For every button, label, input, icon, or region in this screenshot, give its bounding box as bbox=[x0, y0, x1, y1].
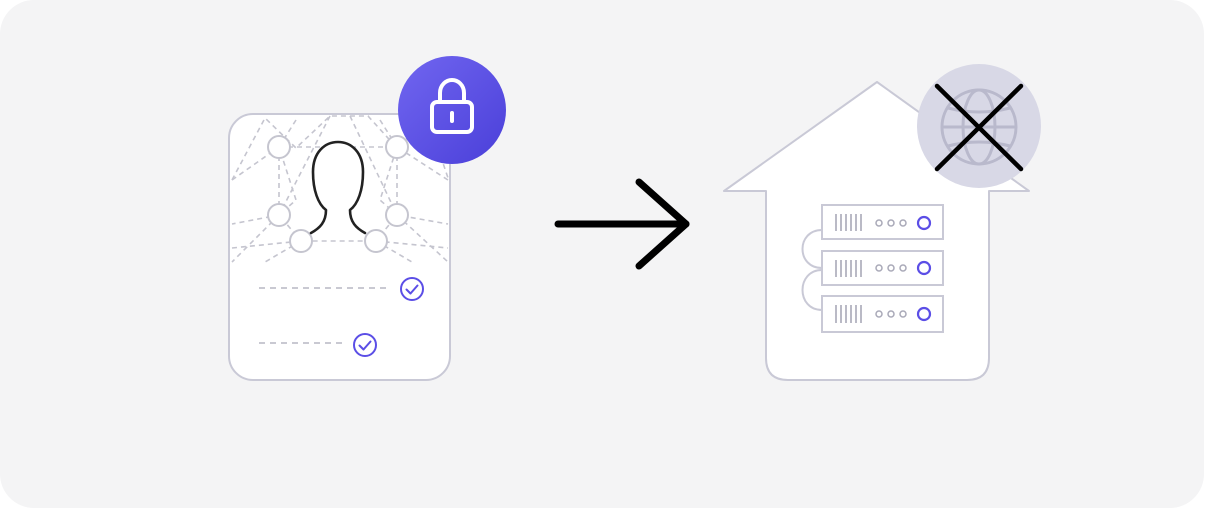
mesh-node bbox=[364, 229, 388, 253]
mesh-node bbox=[267, 135, 291, 159]
server-rack-icon bbox=[821, 204, 944, 240]
no-internet-badge bbox=[917, 64, 1041, 188]
house bbox=[723, 64, 1041, 381]
identity-card bbox=[228, 56, 506, 381]
lock-icon bbox=[430, 78, 474, 134]
mesh-line-right bbox=[379, 145, 449, 225]
identity-card-frame bbox=[228, 113, 451, 381]
mesh-node bbox=[289, 229, 313, 253]
check-circle-icon bbox=[353, 333, 377, 357]
mesh-line-shoulders bbox=[264, 240, 413, 263]
server-rack bbox=[821, 204, 944, 333]
cross-mark-icon bbox=[934, 83, 1024, 172]
lock-badge-circle bbox=[398, 56, 506, 164]
mesh-node bbox=[385, 135, 409, 159]
face-mesh-nodes bbox=[267, 135, 409, 253]
checklist bbox=[259, 277, 424, 357]
server-rack-icon bbox=[821, 295, 944, 333]
check-circle-icon bbox=[400, 277, 424, 301]
mesh-line-jaw bbox=[231, 240, 449, 249]
globe-icon bbox=[940, 88, 1018, 166]
face-icon bbox=[309, 140, 367, 235]
mesh-node bbox=[385, 203, 409, 227]
mesh-line-left bbox=[231, 145, 297, 225]
lock-badge bbox=[398, 56, 506, 164]
arrow-right-icon bbox=[554, 178, 690, 270]
mesh-line-diagonal bbox=[278, 115, 398, 216]
server-cables bbox=[801, 229, 823, 311]
server-rack-icon bbox=[821, 250, 944, 286]
mesh-node bbox=[267, 203, 291, 227]
